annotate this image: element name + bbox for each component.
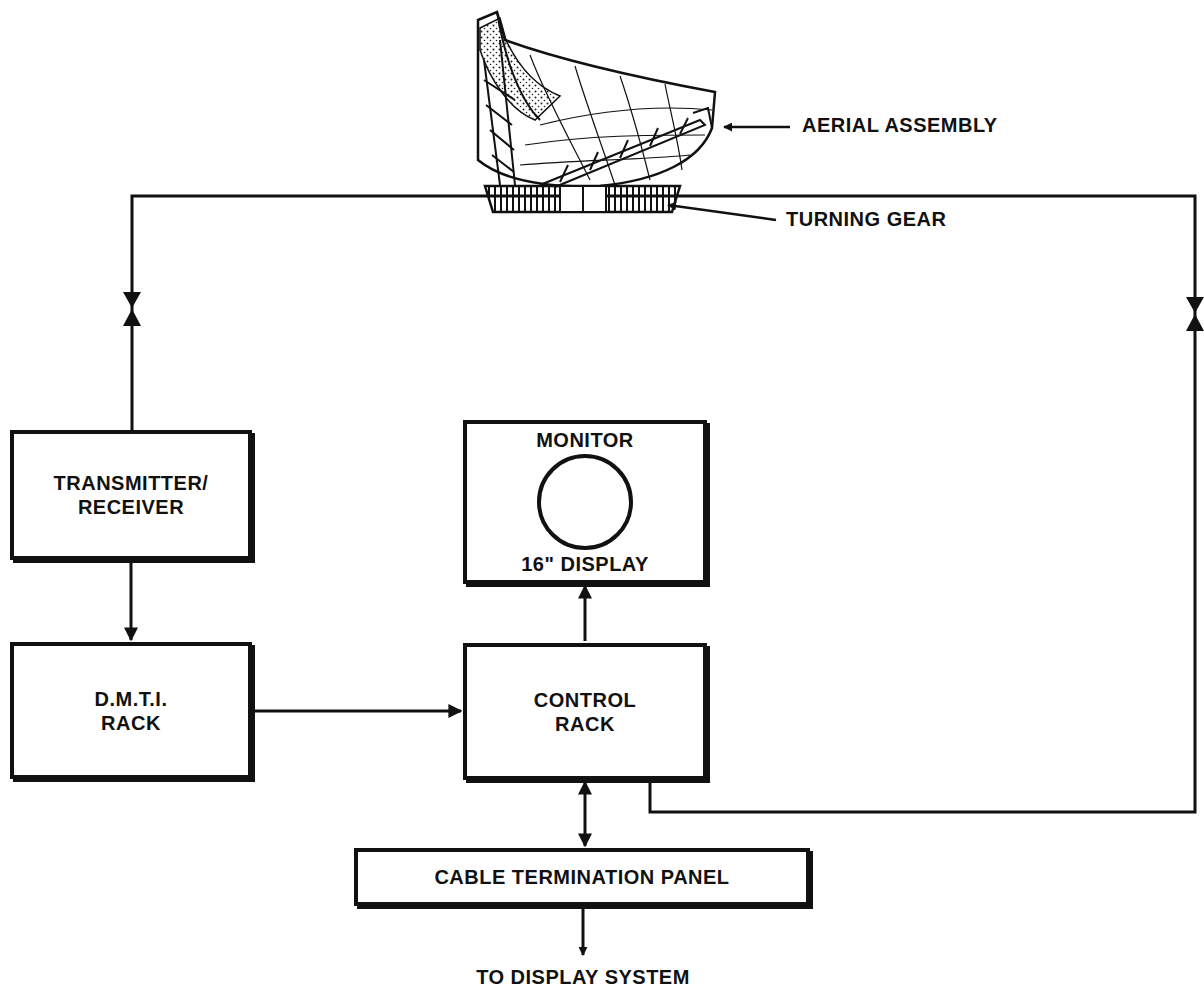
transmitter-receiver-box: TRANSMITTER/ RECEIVER <box>10 430 252 560</box>
signal-connector <box>584 782 587 846</box>
node-text: 16" DISPLAY <box>521 552 649 576</box>
node-text: CABLE TERMINATION PANEL <box>434 865 729 889</box>
dmti-rack-box: D.M.T.I. RACK <box>10 642 252 779</box>
arrowhead <box>123 292 141 308</box>
node-text: CONTROL RACK <box>520 688 650 736</box>
node-text: D.M.T.I. RACK <box>66 687 196 735</box>
part-label: AERIAL ASSEMBLY <box>800 114 1000 137</box>
leader-lines <box>668 127 790 220</box>
leader-line <box>724 126 790 129</box>
feed-wire <box>132 196 1195 812</box>
arrowhead <box>1186 314 1204 331</box>
feed-wires <box>132 196 1195 812</box>
arrowhead <box>1186 297 1204 313</box>
part-label: TURNING GEAR <box>784 208 948 231</box>
output-arrow <box>582 906 585 955</box>
turning-gear <box>485 186 680 212</box>
leader-line <box>668 205 776 220</box>
control-rack-box: CONTROL RACK <box>463 643 707 780</box>
signal-connector <box>254 710 461 713</box>
crt-screen <box>539 456 631 548</box>
node-text: MONITOR <box>536 428 634 452</box>
arrowhead <box>123 309 141 326</box>
aerial-dish <box>478 12 715 187</box>
output-label: TO DISPLAY SYSTEM <box>474 966 692 989</box>
node-text: TRANSMITTER/ RECEIVER <box>26 471 236 519</box>
signal-connector <box>130 562 133 640</box>
signal-connector <box>584 586 587 641</box>
monitor-box: MONITOR 16" DISPLAY <box>463 420 707 584</box>
bidirectional-arrows <box>123 292 1204 331</box>
support-frame <box>484 40 712 187</box>
cable-termination-panel: CABLE TERMINATION PANEL <box>354 848 810 906</box>
dish-ribs <box>520 55 712 185</box>
